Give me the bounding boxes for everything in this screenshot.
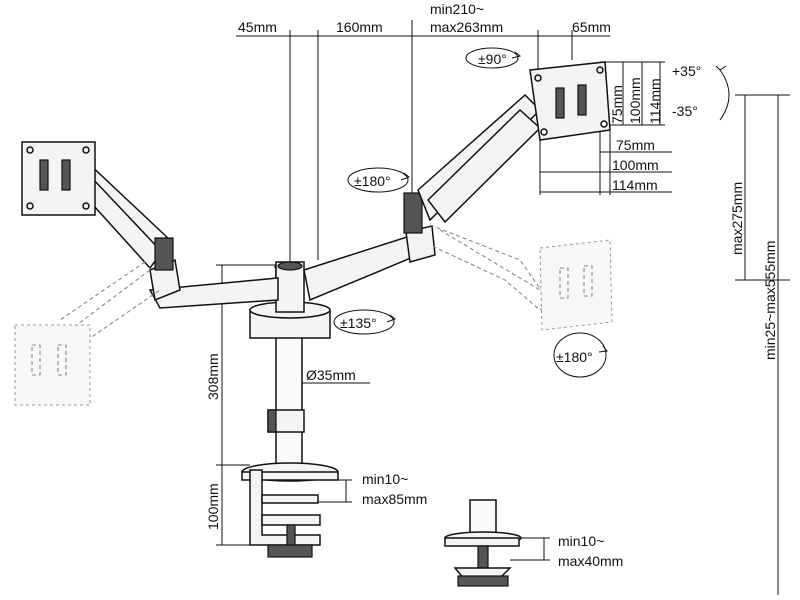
head-swivel-label: ±180° <box>556 349 593 365</box>
vesa-w-75-label: 75mm <box>616 137 655 153</box>
vesa-h-75-label: 75mm <box>609 85 625 124</box>
base-swivel-label: ±135° <box>340 315 377 331</box>
grommet-desk-min-label: min10~ <box>558 533 604 549</box>
left-arm-ghost <box>14 261 161 406</box>
arm-offset-label: 45mm <box>238 19 277 35</box>
right-arm-ghost <box>429 224 613 331</box>
vesa-h-100-label: 100mm <box>627 77 643 124</box>
pole-diameter-label: Ø35mm <box>306 367 356 383</box>
tilt-down-label: -35° <box>672 103 698 119</box>
pole-height-label: 308mm <box>205 353 221 400</box>
grommet-desk-max-label: max40mm <box>558 553 623 569</box>
arm-length-2-min-label: min210~ <box>430 1 484 17</box>
height-range-2-label: min25~max555mm <box>762 241 778 360</box>
clamp-desk-max-label: max85mm <box>362 491 427 507</box>
vesa-w-114-label: 114mm <box>612 177 658 193</box>
rotation-arrows <box>333 47 730 378</box>
grommet-assembly <box>444 499 522 587</box>
hub <box>249 261 331 339</box>
height-range-1-label: max275mm <box>729 182 745 255</box>
clamp-desk-min-label: min10~ <box>362 471 408 487</box>
arm-length-2-max-label: max263mm <box>430 19 503 35</box>
rotation-angle-label: ±90° <box>478 51 507 67</box>
left-arm <box>21 141 279 309</box>
vesa-w-100-label: 100mm <box>612 157 659 173</box>
vesa-h-114-label: 114mm <box>647 78 663 124</box>
arm-length-1-label: 160mm <box>336 19 383 35</box>
plate-offset-label: 65mm <box>572 19 611 35</box>
arm-swivel-label: ±180° <box>354 173 391 189</box>
dimension-labels: 45mm 160mm min210~ max263mm 65mm 75mm 10… <box>205 1 778 569</box>
angle-labels: ±90° +35° -35° ±180° ±135° ±180° <box>340 51 701 365</box>
tilt-up-label: +35° <box>672 63 701 79</box>
right-arm <box>303 61 611 302</box>
clamp-height-label: 100mm <box>205 483 221 530</box>
